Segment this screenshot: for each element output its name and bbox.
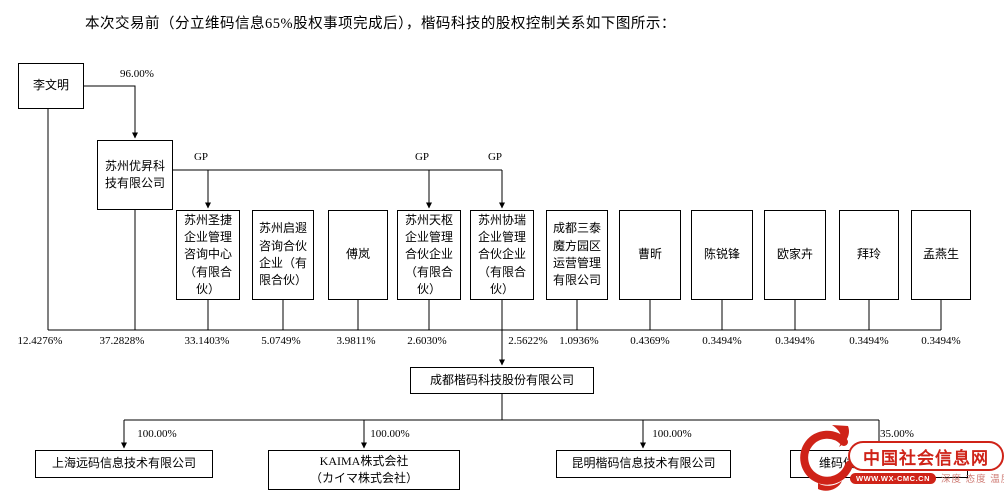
node-shareholder-shengjie: 苏州圣捷企业管理咨询中心（有限合伙） — [176, 210, 240, 300]
node-label: 苏州协瑞企业管理合伙企业（有限合伙） — [477, 212, 526, 297]
node-shareholder-chenruifeng: 陈锐锋 — [691, 210, 753, 300]
watermark-url: WWW.WX-CMC.CN — [850, 472, 936, 484]
node-shareholder-qixia: 苏州启遐咨询合伙企业（有限合伙） — [252, 210, 314, 300]
node-shareholder-bailing: 拜玲 — [839, 210, 899, 300]
node-shanghai-yuanma: 上海远码信息技术有限公司 — [35, 450, 213, 478]
pct-kunming-kaima: 100.00% — [652, 428, 692, 440]
node-label: 李文明 — [32, 78, 69, 93]
node-kaima-kk: KAIMA株式会社 （カイマ株式会社） — [268, 450, 460, 490]
gp-label-2: GP — [414, 151, 430, 163]
node-label: 曹昕 — [637, 247, 662, 262]
watermark-slogan: 深度 态度 温度 — [940, 474, 1004, 485]
pct-shengjie: 33.1403% — [184, 335, 230, 347]
node-shareholder-fulan: 傅岚 — [328, 210, 388, 300]
pct-xierui: 2.5622% — [508, 335, 548, 347]
gp-label-1: GP — [193, 151, 209, 163]
node-kunming-kaima: 昆明楷码信息技术有限公司 — [556, 450, 731, 478]
node-label: 苏州优昇科技有限公司 — [104, 158, 165, 190]
node-label: KAIMA株式会社 — [319, 453, 409, 468]
pct-shanghai-yuanma: 100.00% — [137, 428, 177, 440]
pct-li-wenming: 12.4276% — [17, 335, 63, 347]
gp-label-3: GP — [487, 151, 503, 163]
node-label: 苏州天枢企业管理合伙企业（有限合伙） — [404, 212, 453, 297]
node-label: 成都三泰魔方园区运营管理有限公司 — [552, 221, 601, 288]
node-label: 陈锐锋 — [703, 247, 740, 262]
watermark-logo-icon — [800, 425, 853, 491]
node-suzhou-yousheng: 苏州优昇科技有限公司 — [97, 140, 173, 210]
pct-fulan: 3.9811% — [336, 335, 376, 347]
node-shareholder-tianshu: 苏州天枢企业管理合伙企业（有限合伙） — [397, 210, 461, 300]
pct-bailing: 0.3494% — [849, 335, 889, 347]
node-label: 拜玲 — [856, 247, 881, 262]
node-shareholder-santai: 成都三泰魔方园区运营管理有限公司 — [546, 210, 608, 300]
pct-oujiahui: 0.3494% — [775, 335, 815, 347]
node-label: 苏州启遐咨询合伙企业（有限合伙） — [258, 221, 307, 288]
node-label: 成都楷码科技股份有限公司 — [429, 372, 574, 387]
pct-kaima-kk: 100.00% — [370, 428, 410, 440]
pct-santai: 1.0936% — [559, 335, 599, 347]
node-label: 昆明楷码信息技术有限公司 — [571, 456, 716, 471]
node-li-wenming: 李文明 — [18, 63, 84, 109]
pct-mengyansheng: 0.3494% — [921, 335, 961, 347]
node-label: 欧家卉 — [776, 247, 813, 262]
watermark-site-name: 中国社会信息网 — [848, 441, 1004, 471]
node-shareholder-caoxin: 曹昕 — [619, 210, 681, 300]
pct-qixia: 5.0749% — [261, 335, 301, 347]
node-label: 上海远码信息技术有限公司 — [51, 456, 196, 471]
node-label: 傅岚 — [345, 247, 370, 262]
pct-weima-suzhou: 35.00% — [880, 428, 914, 440]
node-label-line2: （カイマ株式会社） — [309, 471, 418, 485]
diagram-caption: 本次交易前（分立维码信息65%股权事项完成后），楷码科技的股权控制关系如下图所示… — [85, 16, 676, 32]
pct-tianshu: 2.6030% — [407, 335, 447, 347]
pct-caoxin: 0.4369% — [630, 335, 670, 347]
pct-person-to-holdco: 96.00% — [120, 68, 154, 80]
pct-yousheng: 37.2828% — [99, 335, 145, 347]
node-shareholder-mengyansheng: 孟燕生 — [911, 210, 971, 300]
node-label: 孟燕生 — [922, 247, 959, 262]
node-chengdu-kaima: 成都楷码科技股份有限公司 — [410, 367, 594, 394]
node-label: 苏州圣捷企业管理咨询中心（有限合伙） — [183, 212, 232, 297]
node-shareholder-xierui: 苏州协瑞企业管理合伙企业（有限合伙） — [470, 210, 534, 300]
pct-chenruifeng: 0.3494% — [702, 335, 742, 347]
node-shareholder-oujiahui: 欧家卉 — [764, 210, 826, 300]
